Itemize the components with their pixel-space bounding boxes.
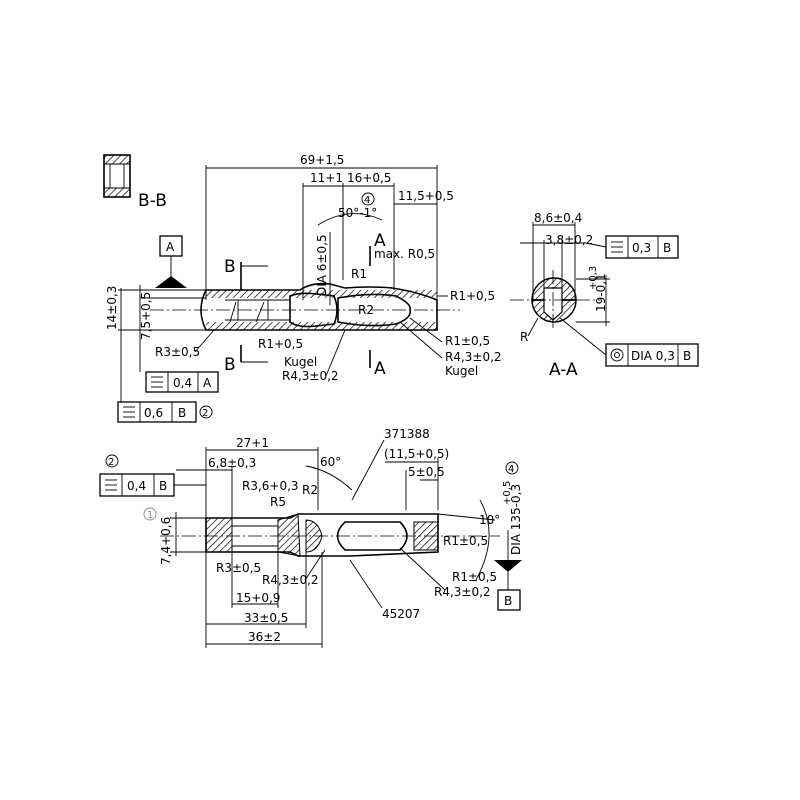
radius-r4-3a: R4,3±0,2 (445, 350, 502, 364)
radius-r4-3c: R4,3±0,2 (262, 573, 319, 587)
note-2b-circle (105, 454, 119, 468)
max-r05: max. R0,5 (374, 247, 435, 261)
datum-b-label: B (504, 594, 512, 608)
svg-text:B: B (159, 479, 167, 493)
note-2-circle (199, 405, 213, 419)
radius-r4-3b: R4,3±0,2 (282, 369, 339, 383)
radius-r1-05c: R1+0,5 (258, 337, 303, 351)
bottom-view: 27+1 6,8±0,3 60° 371388 (11,5+0,5) 5±0,5… (99, 427, 523, 648)
dim-5: 5±0,5 (408, 465, 445, 479)
dim-6-8: 6,8±0,3 (208, 456, 256, 470)
kugel-a: Kugel (445, 364, 478, 378)
top-view: 69+1,5 11+1 16+0,5 11,5+0,5 4 50°-1° DIA… (105, 153, 502, 423)
dim-height-7-5: 7,5+0,5 (139, 292, 153, 340)
radius-r1-05e: R1±0,5 (452, 570, 497, 584)
svg-text:1: 1 (147, 510, 153, 521)
dim-angle-50: 50°-1° (338, 206, 377, 220)
dim-36: 36±2 (248, 630, 281, 644)
dim-15: 15+0,9 (236, 591, 280, 605)
svg-text:B: B (663, 241, 671, 255)
svg-text:0,4: 0,4 (173, 376, 192, 390)
section-aa-label: A-A (549, 360, 578, 380)
svg-text:4: 4 (508, 464, 514, 475)
svg-text:DIA 0,3: DIA 0,3 (631, 349, 675, 363)
dim-16: 16+0,5 (347, 171, 391, 185)
datum-b-box (497, 589, 521, 611)
note-4b-circle (505, 461, 519, 475)
note-4-circle (361, 192, 375, 206)
dim-11-5-ref: (11,5+0,5) (384, 447, 449, 461)
cut-b-bottom-label: B (224, 355, 236, 375)
part-number-45207: 45207 (382, 607, 420, 621)
angle-10: 10° (479, 513, 500, 527)
fcf-bottom-position-04-b: 0,4 B (99, 473, 175, 497)
cut-a-bottom-label: A (374, 359, 386, 379)
aa-width-3-8: 3,8±0,2 (545, 233, 593, 247)
dim-dia-135: DIA 135-0,3 (509, 484, 523, 555)
dim-height-7-4: 7,4+0,6 (159, 517, 173, 565)
svg-text:2: 2 (202, 408, 208, 419)
svg-text:A: A (203, 376, 212, 390)
aa-height-19-up: +0,3 (588, 266, 599, 290)
section-bb-label: B-B (138, 191, 167, 211)
dim-33: 33±0,5 (244, 611, 288, 625)
radius-r4-3d: R4,3±0,2 (434, 585, 491, 599)
fcf-position-06-b: 0,6 B (117, 401, 197, 423)
radius-r1-05d: R1±0,5 (443, 534, 488, 548)
kugel-b: Kugel (284, 355, 317, 369)
dim-11: 11+1 (310, 171, 343, 185)
aa-width-8-6: 8,6±0,4 (534, 211, 582, 225)
svg-text:0,4: 0,4 (127, 479, 146, 493)
radius-r5: R5 (270, 495, 286, 509)
part-number-371388: 371388 (384, 427, 430, 441)
aa-radius-r: R (520, 330, 528, 344)
cut-a-top-label: A (374, 231, 386, 251)
radius-r3-05: R3±0,5 (155, 345, 200, 359)
dim-overall-length: 69+1,5 (300, 153, 344, 167)
angle-60: 60° (320, 455, 341, 469)
dim-height-14: 14±0,3 (105, 286, 119, 330)
svg-text:2: 2 (108, 457, 114, 468)
dim-dia6: DIA 6±0,5 (315, 234, 329, 296)
svg-text:0,6: 0,6 (144, 406, 163, 420)
radius-r1-05b: R1±0,5 (445, 334, 490, 348)
fcf-aa-position-03-b: 0,3 B (605, 235, 679, 259)
note-1-circle (143, 507, 157, 521)
aa-height-19: 19-0,1 (594, 273, 608, 312)
radius-r1-05-right: R1+0,5 (450, 289, 495, 303)
dim-dia-135-up: +0,5 (502, 481, 513, 505)
radius-r1-top: R1 (351, 267, 367, 281)
fcf-position-04-a: 0,4 A (145, 371, 219, 393)
radius-r3-6: R3,6+0,3 (242, 479, 299, 493)
fcf-aa-concentricity: DIA 0,3 B (605, 343, 699, 367)
radius-r2-bottom: R2 (302, 483, 318, 497)
radius-r2-top: R2 (358, 303, 374, 317)
svg-text:B: B (683, 349, 691, 363)
cut-b-top-label: B (224, 257, 236, 277)
radius-r3-05b: R3±0,5 (216, 561, 261, 575)
svg-text:4: 4 (364, 195, 370, 206)
svg-text:0,3: 0,3 (632, 241, 651, 255)
svg-text:B: B (178, 406, 186, 420)
dim-27: 27+1 (236, 436, 269, 450)
section-bb-view: B-B (103, 154, 167, 211)
dim-11-5: 11,5+0,5 (398, 189, 454, 203)
section-aa-view: 8,6±0,4 3,8±0,2 19-0,1 +0,3 R A-A 0,3 B (510, 211, 699, 380)
datum-a-label: A (166, 240, 175, 254)
